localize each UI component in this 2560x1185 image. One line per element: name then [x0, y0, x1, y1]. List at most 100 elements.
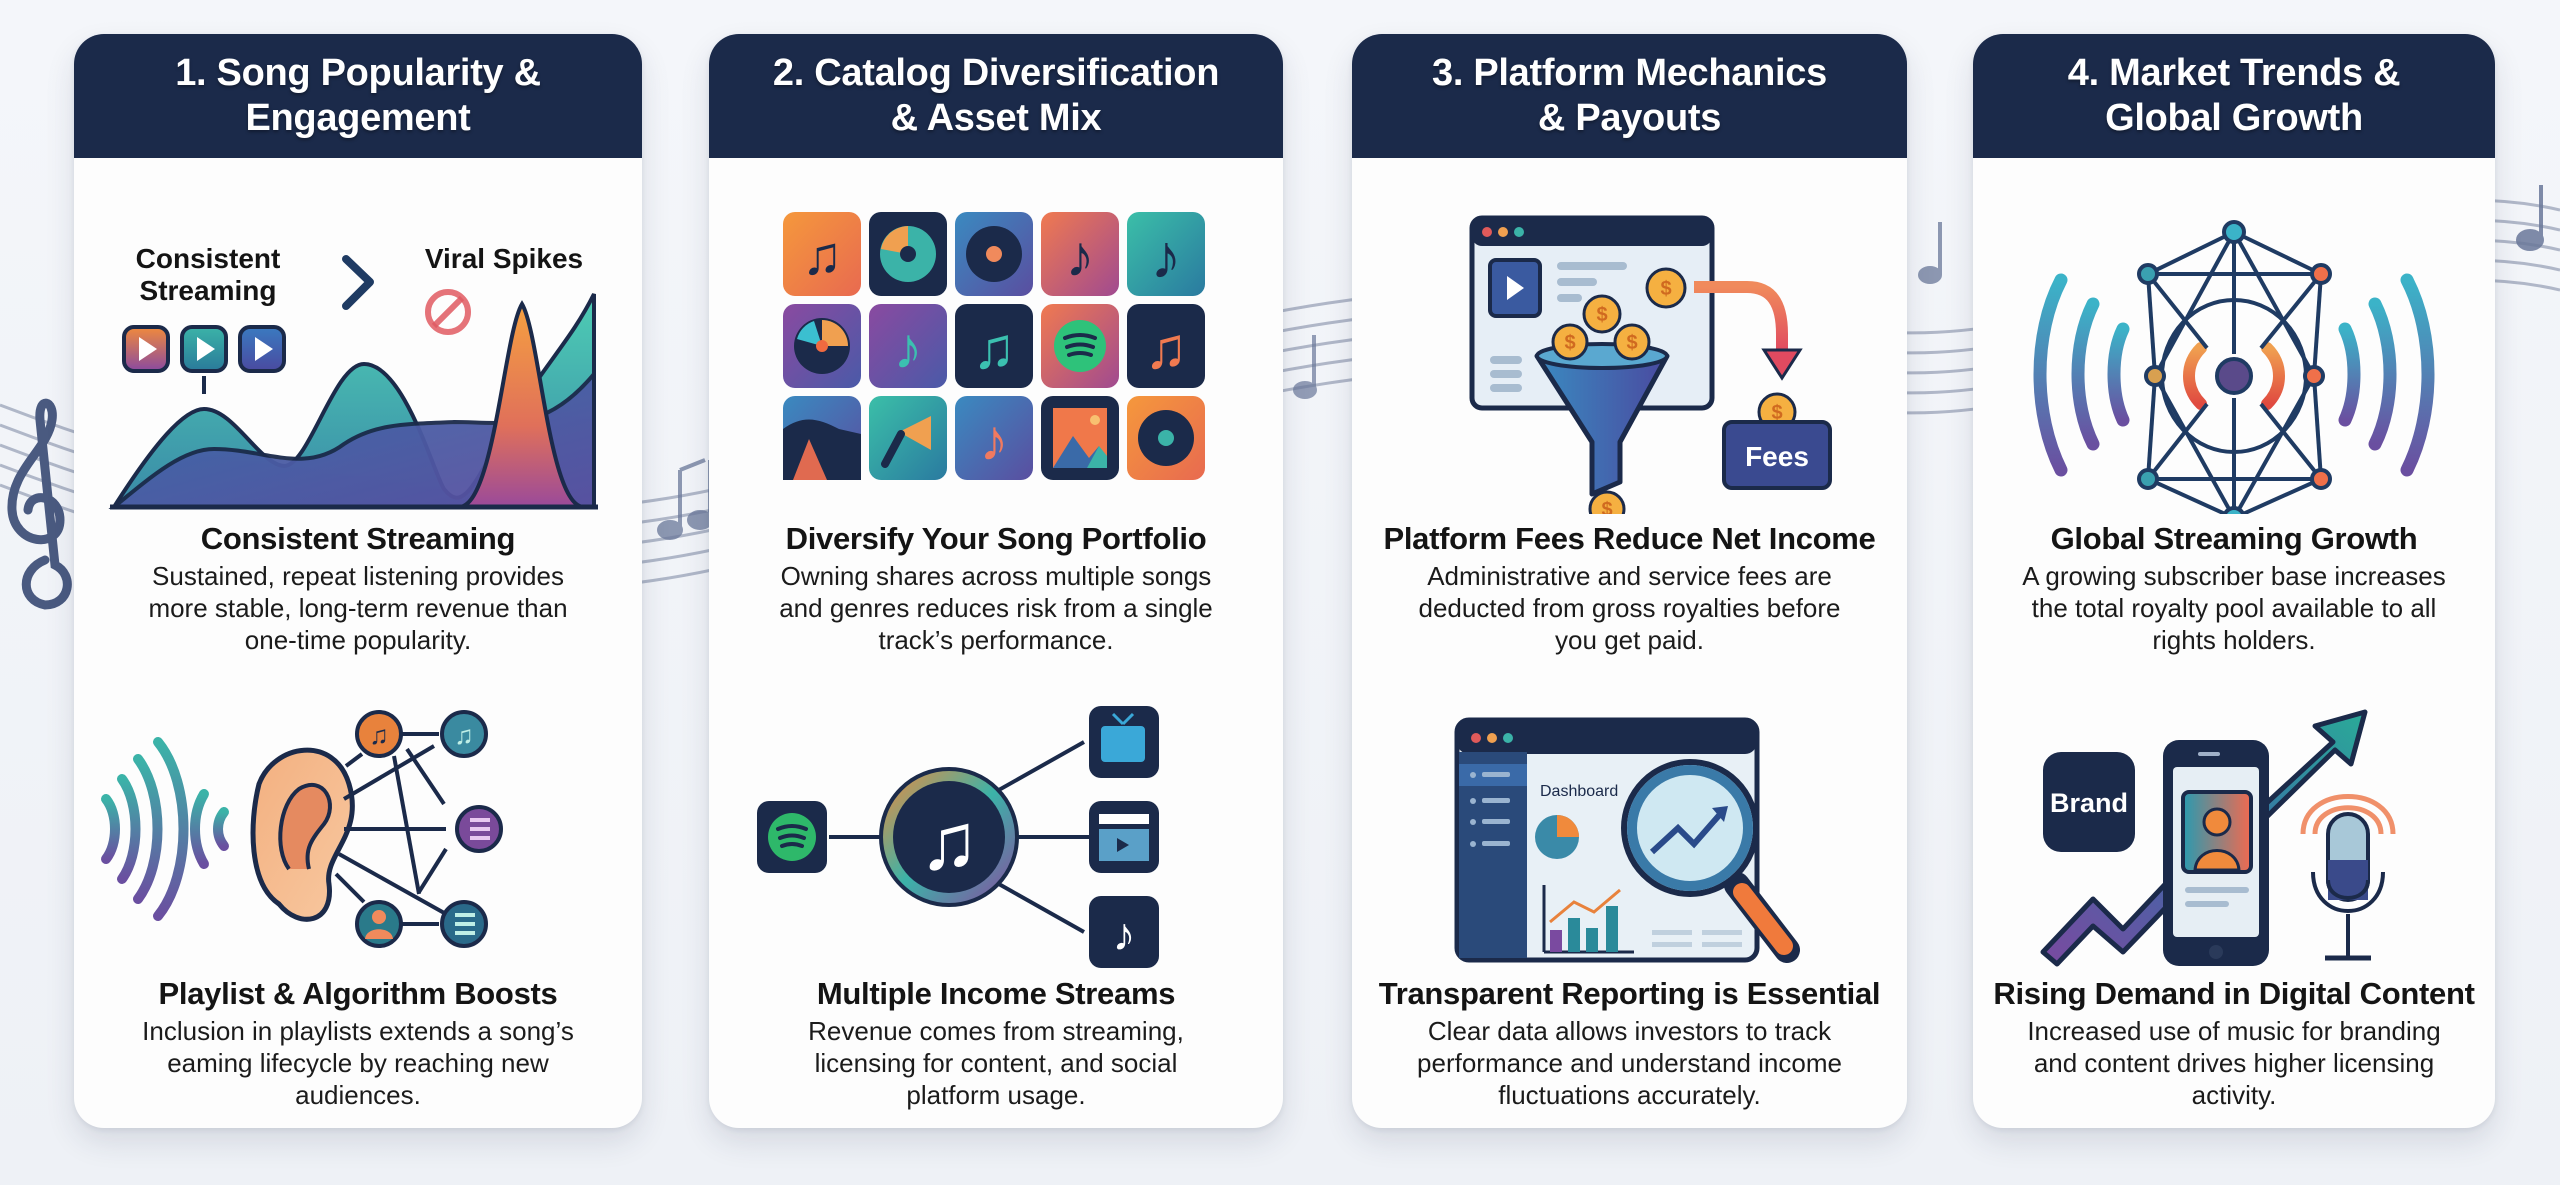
section-body: Administrative and service fees are dedu… [1418, 561, 1841, 655]
section-body: Clear data allows investors to track per… [1417, 1016, 1842, 1110]
ear-icon [250, 747, 355, 922]
treble-clef-icon [7, 398, 72, 610]
play-button-icon [122, 325, 170, 373]
card-header: 4. Market Trends & Global Growth [1973, 34, 2495, 158]
svg-text:♪: ♪ [1151, 223, 1182, 292]
card-song-popularity: 1. Song Popularity & Engagement Consiste… [74, 34, 642, 1128]
tiktok-icon: ♪ [1089, 896, 1159, 968]
image-icon [1041, 396, 1119, 480]
cd-icon [783, 304, 861, 388]
music-note-icon [657, 458, 713, 540]
play-button-icon [238, 325, 286, 373]
section-diversify-portfolio: Diversify Your Song Portfolio Owning sha… [709, 520, 1283, 656]
svg-text:$: $ [1596, 304, 1607, 326]
asset-icon-grid: ♫ ♪ ♪ ♪ ♫ ♫ ♪ [709, 194, 1283, 514]
svg-text:♫: ♫ [972, 316, 1016, 381]
section-heading: Diversify Your Song Portfolio [785, 521, 1207, 556]
svg-text:♪: ♪ [894, 316, 923, 381]
section-body: Sustained, repeat listening provides mor… [148, 561, 568, 655]
trend-up-icon [1649, 810, 1725, 855]
vinyl-icon [1127, 396, 1205, 480]
music-note-icon: ♫ [355, 710, 403, 758]
svg-text:$: $ [1601, 499, 1612, 514]
svg-text:♫: ♫ [802, 226, 843, 286]
smartphone-icon [2163, 740, 2269, 966]
card-catalog-diversification: 2. Catalog Diversification & Asset Mix ♫… [709, 34, 1283, 1128]
brand-label: Brand [2050, 788, 2128, 818]
section-heading: Platform Fees Reduce Net Income [1383, 521, 1876, 556]
abstract-art-icon [783, 396, 861, 480]
section-body: Inclusion in playlists extends a song’s … [142, 1016, 574, 1110]
magnifier-icon [1621, 759, 1800, 963]
label-consistent-streaming: Consistent [136, 243, 281, 274]
svg-text:♫: ♫ [919, 797, 979, 886]
svg-text:$: $ [1564, 332, 1575, 354]
greater-than-icon [342, 255, 374, 310]
music-note-double-icon: ♫ [955, 304, 1033, 388]
sound-wave-icon [85, 737, 245, 921]
bar-chart-icon [1542, 885, 1634, 954]
music-note-icon: ♪ [955, 396, 1033, 480]
funnel-icon [1534, 342, 1670, 497]
card-market-trends: 4. Market Trends & Global Growth [1973, 34, 2495, 1128]
wallet-icon: Fees [1722, 420, 1832, 490]
card-title: 3. Platform Mechanics & Payouts [1432, 52, 1827, 139]
playlist-icon [440, 900, 488, 948]
music-note-icon: ♫ [440, 710, 488, 758]
card-title: 4. Market Trends & Global Growth [2067, 52, 2401, 139]
dashboard-illustration: Dashboard [1352, 710, 1907, 980]
svg-text:♪: ♪ [1113, 908, 1136, 960]
play-button-icon [180, 325, 228, 373]
fees-label: Fees [1745, 441, 1809, 472]
dashboard-label: Dashboard [1540, 783, 1618, 800]
svg-text:$: $ [1660, 278, 1671, 300]
card-header: 2. Catalog Diversification & Asset Mix [709, 34, 1283, 158]
microphone-icon [2300, 794, 2396, 961]
section-heading: Rising Demand in Digital Content [1993, 976, 2475, 1011]
section-platform-fees: Platform Fees Reduce Net Income Administ… [1352, 520, 1907, 656]
label-viral-spikes: Viral Spikes [425, 243, 583, 274]
streaming-chart-illustration: Consistent Streaming Viral Spikes [74, 184, 642, 514]
playlist-icon [455, 805, 503, 853]
svg-text:♪: ♪ [1066, 224, 1095, 289]
card-title: 2. Catalog Diversification & Asset Mix [772, 52, 1220, 139]
section-income-streams: Multiple Income Streams Revenue comes fr… [709, 975, 1283, 1111]
pie-chart-icon [1535, 815, 1579, 859]
music-note-icon [2516, 185, 2544, 251]
card-title: 1. Song Popularity & Engagement [175, 52, 541, 139]
section-heading: Global Streaming Growth [2050, 521, 2418, 556]
svg-text:♫: ♫ [454, 720, 474, 750]
section-body: Owning shares across multiple songs and … [779, 561, 1213, 655]
section-transparent-reporting: Transparent Reporting is Essential Clear… [1352, 975, 1907, 1111]
section-playlist-boosts: Playlist & Algorithm Boosts Inclusion in… [74, 975, 642, 1111]
vinyl-icon [955, 212, 1033, 296]
fees-funnel-illustration: $ $ $ $ $ $ Fees [1352, 184, 1907, 514]
cd-icon [869, 212, 947, 296]
svg-text:♫: ♫ [1144, 316, 1188, 381]
user-icon [355, 900, 403, 948]
user-icon [2181, 790, 2253, 874]
svg-text:♫: ♫ [369, 720, 389, 750]
svg-text:Streaming: Streaming [140, 275, 277, 306]
music-note-icon [1293, 335, 1317, 399]
spotify-icon [1041, 304, 1119, 388]
section-global-growth: Global Streaming Growth A growing subscr… [1973, 520, 2495, 656]
section-body: Increased use of music for branding and … [2027, 1016, 2441, 1110]
music-note-icon: ♪ [869, 304, 947, 388]
music-note-double-icon: ♫ [783, 212, 861, 296]
brand-badge-icon: Brand [2043, 752, 2135, 852]
tv-icon [1089, 706, 1159, 778]
section-heading: Playlist & Algorithm Boosts [158, 976, 558, 1011]
global-network-illustration [1973, 184, 2495, 514]
section-heading: Multiple Income Streams [816, 976, 1176, 1011]
digital-content-illustration: Brand [1973, 694, 2495, 984]
card-header: 3. Platform Mechanics & Payouts [1352, 34, 1907, 158]
prohibited-icon [425, 289, 471, 335]
music-hub-icon: ♫ [879, 767, 1019, 907]
section-rising-demand: Rising Demand in Digital Content Increas… [1973, 975, 2495, 1111]
card-platform-mechanics: 3. Platform Mechanics & Payouts $ [1352, 34, 1907, 1128]
megaphone-icon [869, 396, 947, 480]
ear-network-illustration: ♫ ♫ [74, 674, 642, 974]
section-heading: Transparent Reporting is Essential [1378, 976, 1881, 1011]
income-streams-illustration: ♫ ♪ [709, 674, 1283, 974]
